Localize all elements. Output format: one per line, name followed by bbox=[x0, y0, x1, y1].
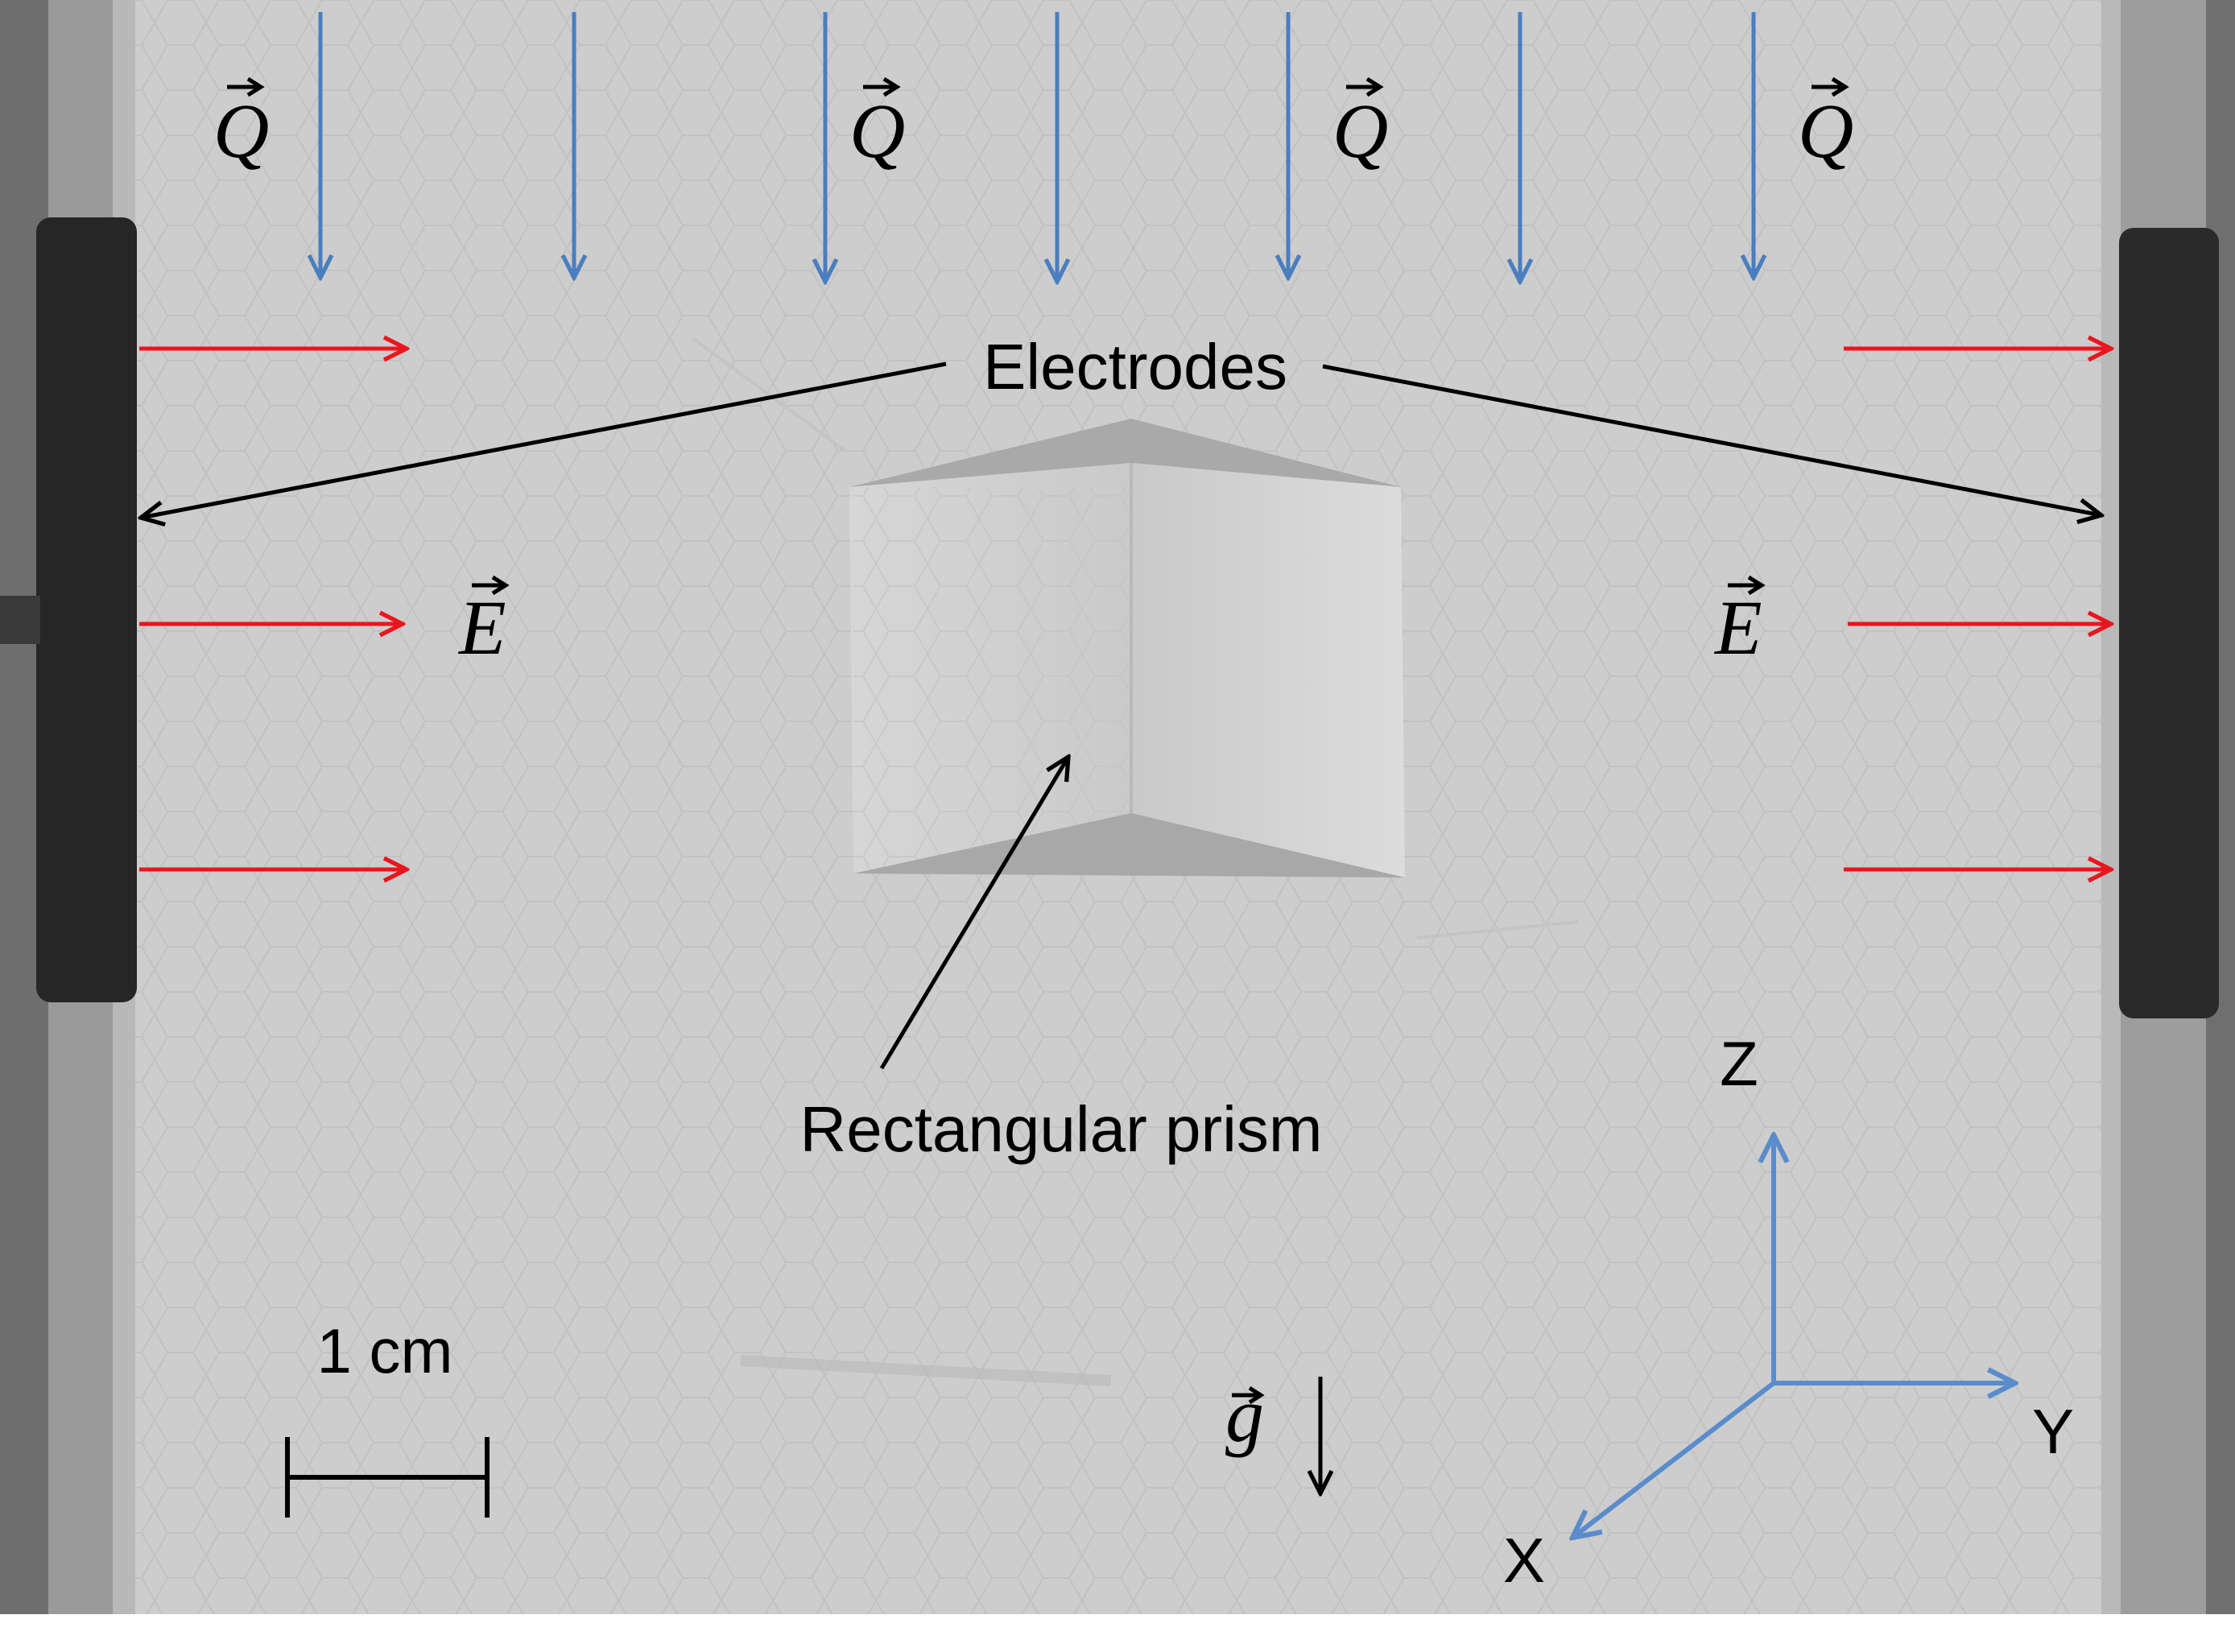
electrode-pointer-right bbox=[1322, 364, 2101, 515]
flux-symbol-text: Q bbox=[1798, 88, 1853, 174]
flux-symbols: Q Q Q Q bbox=[213, 76, 1853, 174]
vector-arrow-icon bbox=[1232, 1386, 1265, 1405]
prism-pointer bbox=[879, 757, 1068, 1070]
flux-arrows bbox=[320, 12, 1754, 282]
flux-symbol-4: Q bbox=[1798, 76, 1853, 174]
axis-y-label: Y bbox=[2032, 1396, 2074, 1467]
electrode-pointer-left bbox=[141, 361, 947, 518]
vector-arrow-icon bbox=[1812, 76, 1849, 97]
text-labels: Electrodes Rectangular prism 1 cm Z Y X bbox=[316, 331, 2074, 1596]
field-symbol-text: E bbox=[1713, 584, 1762, 671]
left-electrode bbox=[0, 217, 137, 1002]
vector-arrow-icon bbox=[227, 76, 265, 97]
flux-symbol-1: Q bbox=[213, 76, 269, 174]
gravity-symbol: g bbox=[1225, 1372, 1265, 1458]
coordinate-axes bbox=[1572, 1135, 2015, 1538]
rectangular-prism bbox=[849, 419, 1405, 878]
flux-symbol-2: Q bbox=[849, 76, 905, 174]
flux-symbol-3: Q bbox=[1332, 76, 1388, 174]
x-axis bbox=[1572, 1381, 1775, 1538]
right-electrode bbox=[2119, 228, 2219, 1018]
field-symbols: E E bbox=[457, 575, 1766, 671]
vector-arrow-icon bbox=[1346, 76, 1384, 97]
vector-arrow-icon bbox=[863, 76, 901, 97]
scale-label: 1 cm bbox=[316, 1315, 452, 1386]
annotation-arrows bbox=[141, 361, 2101, 1493]
field-arrows bbox=[139, 349, 2111, 869]
axis-z-label: Z bbox=[1720, 1028, 1758, 1099]
field-symbol-text: E bbox=[457, 584, 506, 671]
gravity-symbol-text: g bbox=[1225, 1372, 1264, 1458]
flux-symbol-text: Q bbox=[849, 88, 905, 174]
prism-label: Rectangular prism bbox=[799, 1093, 1322, 1165]
vector-arrow-icon bbox=[1728, 575, 1766, 596]
flux-symbol-text: Q bbox=[213, 88, 269, 174]
axis-x-label: X bbox=[1503, 1525, 1545, 1596]
flux-symbol-text: Q bbox=[1332, 88, 1388, 174]
field-symbol-right: E bbox=[1713, 575, 1766, 671]
field-symbol-left: E bbox=[457, 575, 510, 671]
scale-bar bbox=[285, 1437, 490, 1518]
vector-arrow-icon bbox=[472, 575, 510, 596]
electrodes-label: Electrodes bbox=[983, 331, 1287, 403]
